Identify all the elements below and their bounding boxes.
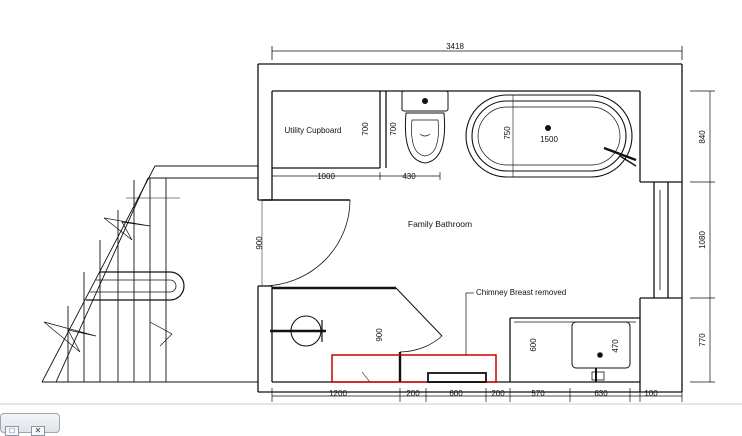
- door-width-dim: 900: [255, 236, 264, 250]
- dim-570: 570: [531, 389, 545, 398]
- vanity-dim-600: 600: [529, 338, 538, 352]
- dim-770: 770: [698, 333, 707, 347]
- bath-plug: [545, 125, 551, 131]
- dim-200-right: 200: [491, 389, 505, 398]
- wc-height-dim: 700: [389, 122, 398, 136]
- toilet: [401, 90, 449, 164]
- bath-height-dim: 750: [503, 126, 512, 140]
- staircase: [41, 165, 258, 383]
- dim-630: 630: [594, 389, 608, 398]
- close-icon[interactable]: ✕: [31, 426, 45, 436]
- bath-length-label: 1500: [540, 135, 558, 144]
- dim-1080: 1080: [698, 231, 707, 249]
- chimney-note: Chimney Breast removed: [476, 288, 566, 297]
- shower: [270, 287, 443, 383]
- cupboard-height-dim: 700: [361, 122, 370, 136]
- dim-600: 600: [449, 389, 463, 398]
- walls: [257, 63, 683, 393]
- overall-width-dimension: [271, 46, 683, 60]
- dim-430: 430: [402, 172, 416, 181]
- dim-840: 840: [698, 130, 707, 144]
- basin-plug: [597, 352, 603, 358]
- bathtub: [465, 94, 637, 178]
- dim-1000: 1000: [317, 172, 335, 181]
- upper-dimension-lines: [271, 172, 441, 180]
- dim-200-left: 200: [406, 389, 420, 398]
- dim-1200: 1200: [329, 389, 347, 398]
- basin-dim-470: 470: [611, 339, 620, 353]
- vanity-basin: [571, 321, 631, 382]
- bottom-dimension-lines: [271, 388, 683, 402]
- overall-width-label: 3418: [446, 42, 464, 51]
- right-dimension-lines: [690, 90, 715, 383]
- dim-100: 100: [644, 389, 658, 398]
- shower-dim-900: 900: [375, 328, 384, 342]
- family-bathroom-label: Family Bathroom: [408, 219, 472, 229]
- window-controls: □ ✕: [0, 413, 62, 436]
- entrance-door: [261, 199, 351, 287]
- flush-button: [422, 98, 428, 104]
- utility-cupboard-label: Utility Cupboard: [285, 126, 342, 135]
- maximize-icon[interactable]: □: [5, 426, 19, 436]
- chimney-leader: [427, 292, 487, 383]
- chimney-breast-outline: [331, 354, 497, 383]
- controls-frame: □ ✕: [0, 413, 60, 436]
